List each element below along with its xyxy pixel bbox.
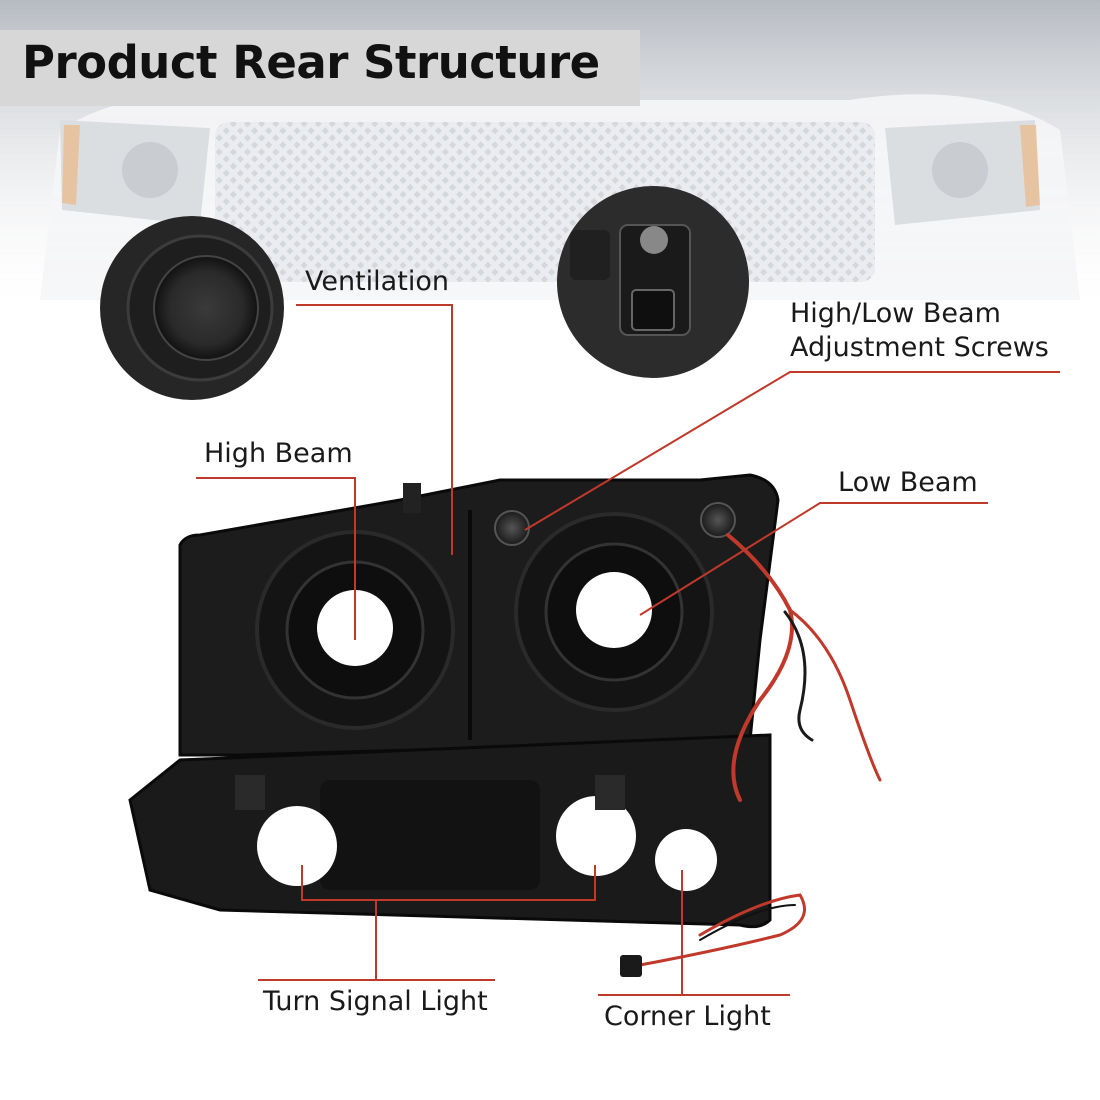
page-title: Product Rear Structure [22, 36, 600, 89]
high-beam-label: High Beam [204, 438, 353, 469]
headlight-housing [128, 473, 780, 929]
ventilation-inset [100, 216, 284, 400]
leader-lines [196, 304, 1060, 996]
low-beam-label: Low Beam [838, 467, 978, 498]
adjustment-screws-label-line2: Adjustment Screws [790, 332, 1049, 363]
corner-light-label: Corner Light [604, 1001, 771, 1032]
adjustment-screws-label-line1: High/Low Beam [790, 298, 1001, 329]
wiring [620, 533, 882, 977]
title-band [0, 30, 640, 106]
adjustment-inset [557, 186, 749, 378]
ventilation-label: Ventilation [305, 266, 449, 297]
turn-signal-label: Turn Signal Light [263, 986, 488, 1017]
